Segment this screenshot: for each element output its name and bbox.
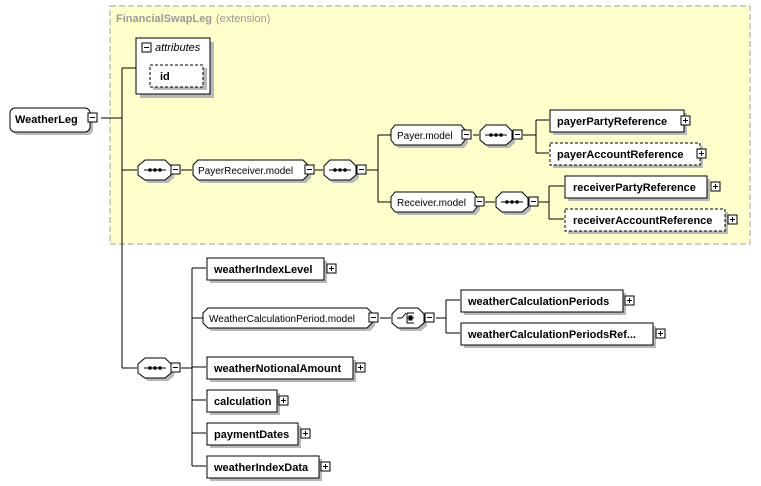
expand-icon[interactable]	[326, 263, 337, 274]
element-label: paymentDates	[214, 429, 289, 441]
expand-icon[interactable]	[300, 428, 311, 439]
expand-icon[interactable]	[696, 148, 707, 159]
expand-icon[interactable]	[624, 295, 635, 306]
sequence-compositor[interactable]	[495, 191, 539, 215]
group-label: WeatherCalculationPeriod.model	[209, 314, 355, 325]
element-calculation[interactable]: calculation	[206, 389, 289, 415]
choice-compositor[interactable]	[391, 307, 435, 331]
element-weather-calculation-periods-ref[interactable]: weatherCalculationPeriodsRef...	[460, 322, 666, 348]
element-weather-index-level[interactable]: weatherIndexLevel	[206, 257, 337, 283]
connectors	[101, 67, 564, 467]
element-label: receiverPartyReference	[573, 182, 696, 194]
collapse-icon[interactable]	[528, 196, 539, 207]
element-label: weatherNotionalAmount	[213, 363, 341, 375]
collapse-icon[interactable]	[474, 196, 485, 207]
group-label: Receiver.model	[397, 198, 466, 209]
expand-icon[interactable]	[278, 395, 289, 406]
collapse-icon[interactable]	[368, 312, 379, 323]
element-receiver-account-reference[interactable]: receiverAccountReference	[564, 208, 738, 234]
attributes-label: attributes	[155, 42, 201, 54]
group-receiver-model[interactable]: Receiver.model	[390, 191, 485, 215]
expand-icon[interactable]	[727, 214, 738, 225]
element-label: payerPartyReference	[557, 116, 667, 128]
element-weather-calculation-periods[interactable]: weatherCalculationPeriods	[460, 289, 635, 315]
collapse-icon[interactable]	[356, 164, 367, 175]
group-label: Payer.model	[397, 131, 453, 142]
expand-icon[interactable]	[655, 328, 666, 339]
element-payer-account-reference[interactable]: payerAccountReference	[549, 142, 707, 168]
expand-icon[interactable]	[710, 181, 721, 192]
expand-icon[interactable]	[355, 362, 366, 373]
group-payer-receiver-model[interactable]: PayerReceiver.model	[192, 159, 315, 183]
attribute-id[interactable]	[149, 64, 204, 88]
expand-icon[interactable]	[320, 461, 331, 472]
element-label: weatherCalculationPeriodsRef...	[467, 329, 636, 341]
element-label: payerAccountReference	[557, 149, 684, 161]
element-weather-notional-amount[interactable]: weatherNotionalAmount	[206, 356, 366, 382]
sequence-compositor[interactable]	[479, 124, 523, 148]
collapse-icon[interactable]	[87, 112, 98, 123]
group-label: PayerReceiver.model	[198, 166, 293, 177]
collapse-icon[interactable]	[461, 129, 472, 140]
element-payment-dates[interactable]: paymentDates	[206, 422, 311, 448]
sequence-compositor[interactable]	[323, 159, 367, 183]
element-label: weatherIndexData	[213, 462, 309, 474]
element-payer-party-reference[interactable]: payerPartyReference	[549, 109, 691, 135]
element-receiver-party-reference[interactable]: receiverPartyReference	[564, 175, 721, 201]
group-weather-calculation-period-model[interactable]: WeatherCalculationPeriod.model	[202, 307, 379, 331]
collapse-icon[interactable]	[512, 129, 523, 140]
collapse-icon[interactable]	[424, 312, 435, 323]
attributes-collapse-icon[interactable]	[141, 42, 152, 53]
attribute-id-label: id	[160, 71, 170, 83]
element-label: weatherCalculationPeriods	[467, 296, 609, 308]
attributes-box: attributes id	[135, 37, 214, 98]
sequence-compositor[interactable]	[137, 159, 181, 183]
element-label: weatherIndexLevel	[213, 264, 312, 276]
element-label: calculation	[214, 396, 272, 408]
root-element-weatherleg[interactable]: WeatherLeg	[9, 107, 98, 135]
collapse-icon[interactable]	[170, 362, 181, 373]
root-label: WeatherLeg	[15, 114, 78, 126]
expand-icon[interactable]	[680, 115, 691, 126]
group-payer-model[interactable]: Payer.model	[390, 124, 472, 148]
collapse-icon[interactable]	[170, 164, 181, 175]
collapse-icon[interactable]	[304, 164, 315, 175]
element-label: receiverAccountReference	[573, 215, 712, 227]
sequence-compositor[interactable]	[137, 357, 181, 381]
extension-title: FinancialSwapLeg(extension)	[116, 13, 270, 25]
element-weather-index-data[interactable]: weatherIndexData	[206, 455, 331, 481]
choice-icon	[397, 312, 414, 324]
